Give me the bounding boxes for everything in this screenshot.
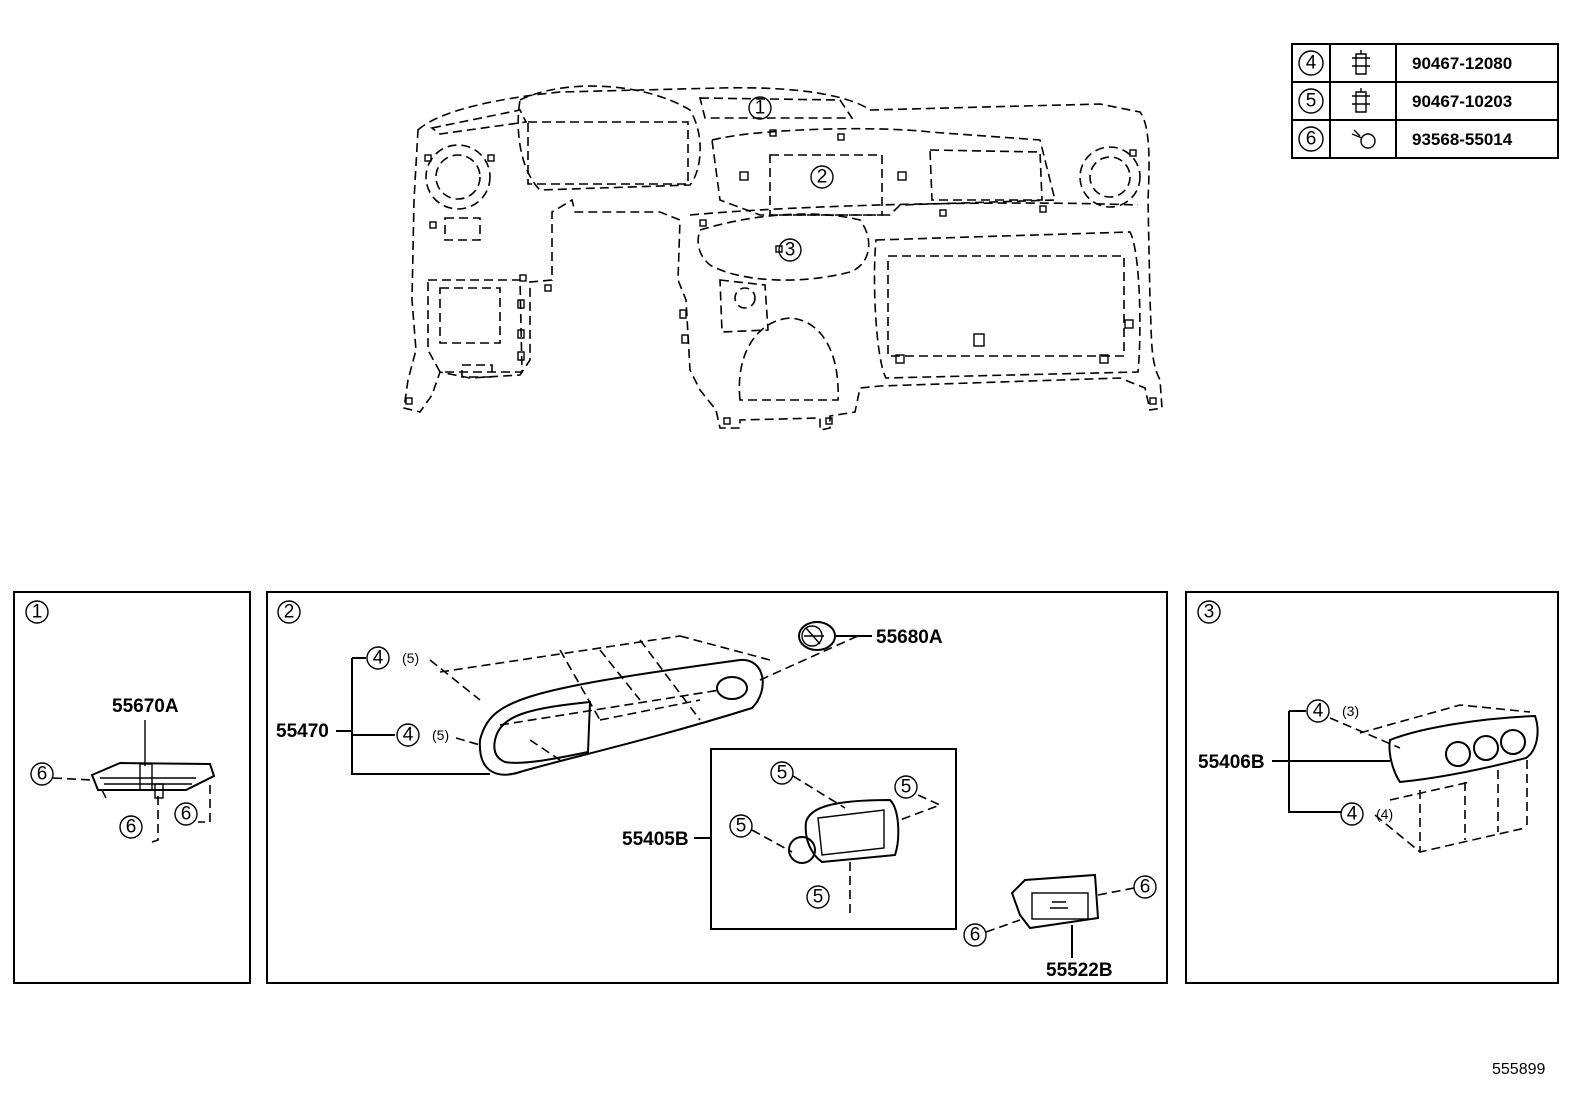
svg-text:6: 6: [970, 925, 981, 946]
part-label-55470: 55470: [276, 721, 329, 742]
part-label-55405b: 55405B: [622, 829, 689, 850]
svg-text:4: 4: [373, 648, 384, 669]
bezel-part: [788, 798, 900, 864]
part-label-55522b: 55522B: [1046, 960, 1113, 981]
svg-text:1: 1: [32, 602, 43, 623]
svg-text:4: 4: [1306, 53, 1317, 74]
vent-panel-part: [1388, 714, 1539, 784]
svg-text:1: 1: [755, 98, 766, 119]
svg-text:4: 4: [1313, 701, 1324, 722]
screw-icon: [1351, 129, 1376, 149]
svg-text:6: 6: [1306, 129, 1317, 150]
parts-table: 4 90467-12080 5 90467-10203 6 93568-5501…: [1291, 43, 1559, 159]
svg-text:93568-55014: 93568-55014: [1412, 130, 1513, 149]
svg-text:(5): (5): [402, 650, 419, 666]
svg-text:5: 5: [736, 816, 747, 837]
detail-panel-3: 3 55406B 4 (3) 4 (4): [1185, 591, 1559, 984]
clip-icon: [1352, 88, 1370, 113]
detail-panel-1: 1 55670A 6 6 6: [13, 591, 251, 984]
center-vent-part: [90, 761, 216, 799]
parts-table-row-4: 4 90467-12080: [1298, 50, 1512, 76]
mounting-marks: [405, 129, 1157, 425]
parts-table-row-6: 6 93568-55014: [1298, 126, 1513, 152]
svg-text:5: 5: [813, 887, 824, 908]
part-label-55680a: 55680A: [876, 627, 943, 648]
vent-knob-part: [798, 621, 836, 651]
svg-text:90467-12080: 90467-12080: [1412, 54, 1512, 73]
overview-callout-1: 1: [748, 96, 772, 120]
overview-callout-3: 3: [778, 238, 802, 262]
parts-table-row-5: 5 90467-10203: [1298, 88, 1512, 114]
svg-text:6: 6: [181, 804, 192, 825]
svg-text:5: 5: [777, 763, 788, 784]
part-label-55670a: 55670A: [112, 696, 179, 717]
svg-text:4: 4: [403, 725, 414, 746]
overview-callout-2: 2: [810, 165, 834, 189]
svg-text:6: 6: [37, 764, 48, 785]
dashboard-overview: [403, 85, 1163, 431]
svg-text:2: 2: [284, 602, 295, 623]
svg-text:90467-10203: 90467-10203: [1412, 92, 1512, 111]
svg-text:(5): (5): [432, 727, 449, 743]
svg-text:(4): (4): [1376, 806, 1393, 822]
detail-panel-2: 2 55470 4 (5) 4 (5) 55680A 55405B: [266, 591, 1168, 984]
svg-text:5: 5: [901, 777, 912, 798]
svg-text:6: 6: [126, 817, 137, 838]
svg-text:3: 3: [785, 240, 796, 261]
clip-icon: [1352, 50, 1370, 75]
svg-text:3: 3: [1204, 602, 1215, 623]
switch-part: [1010, 873, 1100, 930]
svg-text:(3): (3): [1342, 703, 1359, 719]
svg-text:6: 6: [1140, 877, 1151, 898]
figure-id: 555899: [1492, 1061, 1545, 1078]
svg-text:5: 5: [1306, 91, 1317, 112]
svg-text:4: 4: [1347, 804, 1358, 825]
part-label-55406b: 55406B: [1198, 752, 1265, 773]
svg-text:2: 2: [817, 167, 828, 188]
